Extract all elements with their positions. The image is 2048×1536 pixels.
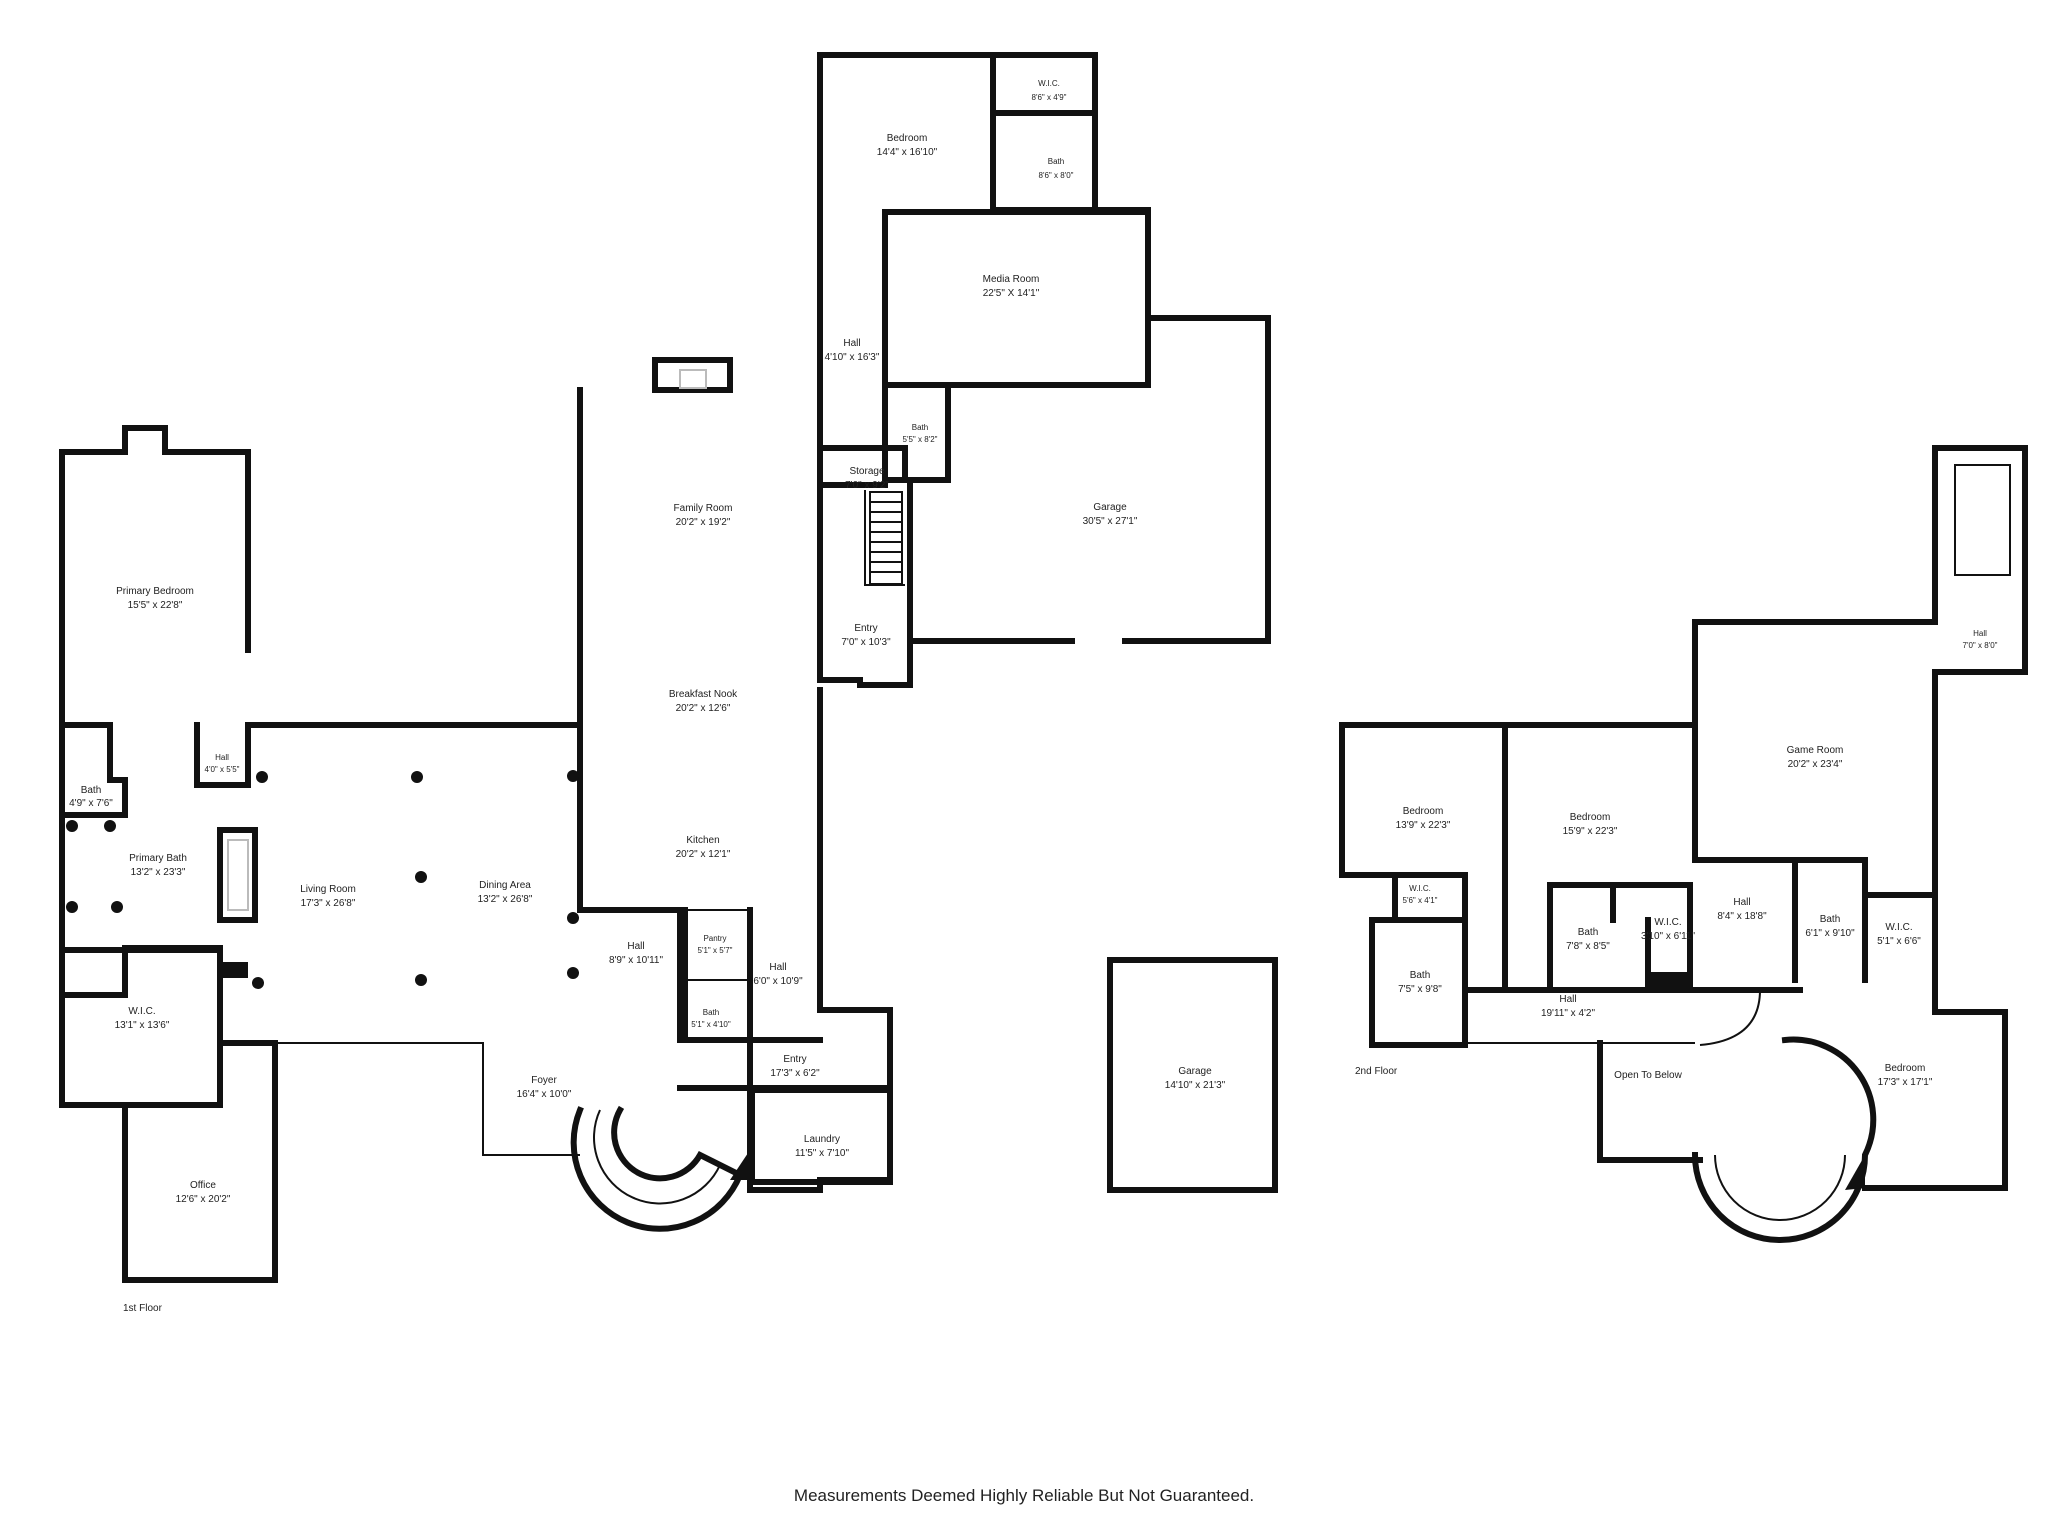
room-name: Bath xyxy=(1820,914,1841,925)
room-name: Entry xyxy=(783,1054,806,1065)
room-dim: 7'5" x 9'8" xyxy=(1398,984,1442,995)
room-dim: 3'10" x 6'11" xyxy=(1641,931,1696,942)
room-name: Laundry xyxy=(804,1134,840,1145)
room-name: Hall xyxy=(1733,897,1750,908)
floor2-walls xyxy=(1339,445,2028,1243)
room-dim: 4'0" x 5'5" xyxy=(205,765,240,774)
room-dim: 20'2" x 23'4" xyxy=(1788,759,1843,770)
room-name: Family Room xyxy=(674,503,733,514)
room-dim: 13'1" x 13'6" xyxy=(115,1020,170,1031)
room-name: Game Room xyxy=(1787,745,1844,756)
room-dim: 13'2" x 23'3" xyxy=(131,867,186,878)
room-name: W.I.C. xyxy=(1654,917,1681,928)
room-dim: 8'9" x 10'11" xyxy=(609,955,664,966)
floor1-walls xyxy=(59,52,1278,1283)
room-dim: 4'9" x 7'6" xyxy=(69,798,113,809)
room-dim: 20'2" x 12'1" xyxy=(676,849,731,860)
room-name: W.I.C. xyxy=(1038,79,1060,88)
room-name: W.I.C. xyxy=(128,1006,155,1017)
room-name: Bath xyxy=(1578,927,1599,938)
room-name: W.I.C. xyxy=(1885,922,1912,933)
floor2-label: 2nd Floor xyxy=(1355,1066,1398,1077)
room-name: Primary Bath xyxy=(129,853,187,864)
room-dim: 20'2" x 12'6" xyxy=(676,703,731,714)
room-name: Pantry xyxy=(703,934,726,943)
room-name: Bath xyxy=(1410,970,1431,981)
room-name: Primary Bedroom xyxy=(116,586,194,597)
room-name: Bedroom xyxy=(1570,812,1611,823)
room-dim: 6'0" x 10'9" xyxy=(753,976,803,987)
room-dim: 17'3" x 26'8" xyxy=(301,898,356,909)
room-dim: 20'2" x 19'2" xyxy=(676,517,731,528)
room-name: Bath xyxy=(703,1008,719,1017)
room-dim: 7'0" x 10'3" xyxy=(841,637,891,648)
room-name: Foyer xyxy=(531,1075,557,1086)
room-name: Garage xyxy=(1093,502,1127,513)
disclaimer: Measurements Deemed Highly Reliable But … xyxy=(793,1486,1255,1505)
room-dim: 8'6" x 4'9" xyxy=(1032,93,1067,102)
room-dim: 4'10" x 16'3" xyxy=(825,352,880,363)
room-dim: 14'4" x 16'10" xyxy=(877,147,938,158)
room-name: Bedroom xyxy=(1885,1063,1926,1074)
room-dim: 5'6" x 4'1" xyxy=(1403,896,1438,905)
room-name: Bath xyxy=(912,423,928,432)
room-name: Hall xyxy=(215,753,229,762)
room-name: Hall xyxy=(843,338,860,349)
room-name: Bath xyxy=(81,785,102,796)
room-name: Hall xyxy=(1973,629,1987,638)
room-dim: 17'3" x 17'1" xyxy=(1878,1077,1933,1088)
room-dim: 5'1" x 5'7" xyxy=(698,946,733,955)
room-name: Bath xyxy=(1048,157,1064,166)
room-dim: 11'5" x 7'10" xyxy=(795,1148,850,1159)
room-dim: 22'5" X 14'1" xyxy=(983,288,1040,299)
room-dim: 5'5" x 8'2" xyxy=(903,435,938,444)
room-name: Entry xyxy=(854,623,877,634)
room-dim: 7'8" x 8'5" xyxy=(1566,941,1610,952)
room-name: Living Room xyxy=(300,884,356,895)
room-dim: 14'10" x 21'3" xyxy=(1165,1080,1226,1091)
room-dim: 7'0" x 9'2" xyxy=(845,480,889,491)
room-name: Storage xyxy=(849,466,884,477)
room-dim: 17'3" x 6'2" xyxy=(770,1068,820,1079)
room-dim: 13'9" x 22'3" xyxy=(1396,820,1451,831)
room-dim: 30'5" x 27'1" xyxy=(1083,516,1138,527)
floor1-label: 1st Floor xyxy=(123,1303,163,1314)
room-name: Kitchen xyxy=(686,835,719,846)
room-name: Bedroom xyxy=(887,133,928,144)
room-dim: 19'11" x 4'2" xyxy=(1541,1008,1596,1019)
room-name: Hall xyxy=(769,962,786,973)
room-name: Garage xyxy=(1178,1066,1212,1077)
floor1-labels: Bedroom 14'4" x 16'10" W.I.C. 8'6" x 4'9… xyxy=(69,79,1226,1205)
room-name: Open To Below xyxy=(1614,1070,1682,1081)
room-name: Office xyxy=(190,1180,216,1191)
room-dim: 12'6" x 20'2" xyxy=(176,1194,231,1205)
room-name: Dining Area xyxy=(479,880,531,891)
room-dim: 7'0" x 8'0" xyxy=(1963,641,1998,650)
room-dim: 5'1" x 4'10" xyxy=(691,1020,731,1029)
room-name: Hall xyxy=(1559,994,1576,1005)
floor2-labels: Hall 7'0" x 8'0" Game Room 20'2" x 23'4"… xyxy=(1396,629,1998,1088)
room-dim: 8'4" x 18'8" xyxy=(1717,911,1767,922)
room-name: Hall xyxy=(627,941,644,952)
room-name: Breakfast Nook xyxy=(669,689,738,700)
room-dim: 5'1" x 6'6" xyxy=(1877,936,1921,947)
room-dim: 13'2" x 26'8" xyxy=(478,894,533,905)
room-name: W.I.C. xyxy=(1409,884,1431,893)
room-dim: 6'1" x 9'10" xyxy=(1805,928,1855,939)
room-dim: 15'9" x 22'3" xyxy=(1563,826,1618,837)
room-dim: 16'4" x 10'0" xyxy=(517,1089,572,1100)
room-dim: 8'6" x 8'0" xyxy=(1039,171,1074,180)
room-name: Media Room xyxy=(983,274,1040,285)
room-name: Bedroom xyxy=(1403,806,1444,817)
room-dim: 15'5" x 22'8" xyxy=(128,600,183,611)
